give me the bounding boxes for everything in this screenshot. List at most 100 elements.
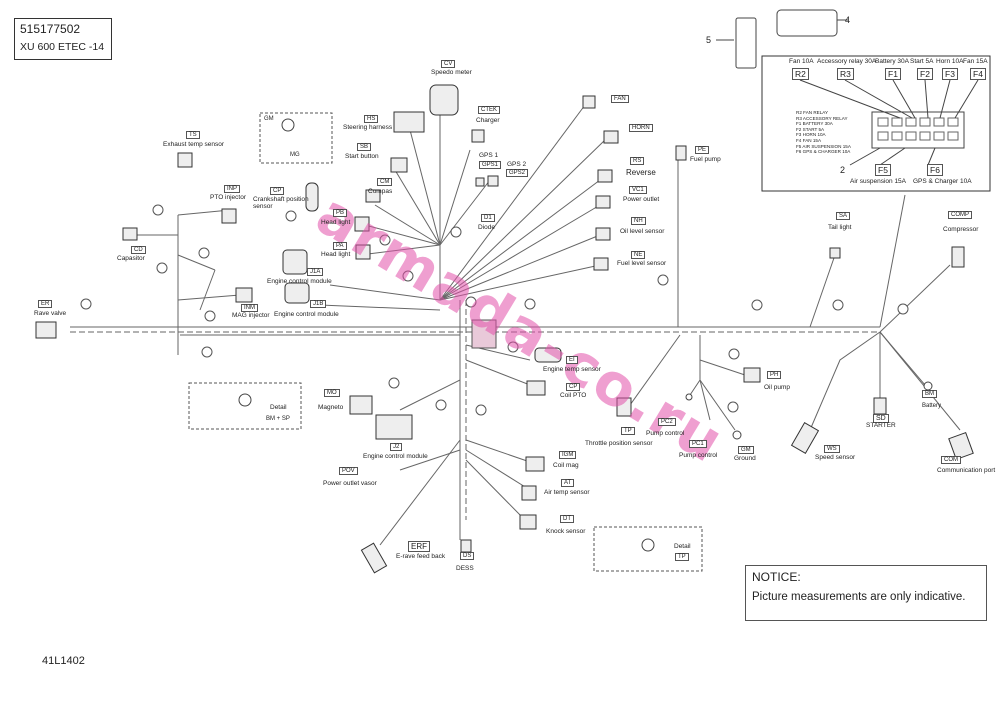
code-erf: ERF [408,541,430,552]
label-throttle-position-sensor: Throttle position sensor [585,440,653,447]
fuse-label-gps-charger: GPS & Charger 10A [913,178,972,185]
code-gm: GM [738,446,754,454]
fuse-legend-line: F6 GPS & CHARGER 10A [796,149,851,155]
code-fan: FAN [611,95,629,103]
label-crankshaft-position-sensor: Crankshaft position sensor [253,196,309,210]
label-head-light-pa: Head light [321,251,351,258]
label-steering-harness: Steering harness [343,124,393,131]
code-ctek: CTEK [478,106,501,114]
notice-title: NOTICE: [752,570,801,584]
code-vc1: VC1 [629,186,647,194]
code-sa: SA [836,212,851,220]
label-battery: Battery [922,403,942,409]
code-gps1: GPS1 [479,161,502,169]
diagram-code: 41L1402 [42,655,85,667]
slot-f1: F1 [885,68,901,80]
slot-r3: R3 [837,68,854,80]
label-speed-sensor: Speed sensor [815,454,856,461]
detail-tp-code: TP [675,553,689,561]
label-gps-1: GPS 1 [479,152,499,159]
callout-5: 5 [706,35,712,45]
fuse-label-start: Start 5A [910,58,934,65]
label-capasitor: Capasitor [117,255,145,262]
code-ts: TS [186,131,200,139]
slot-r2: R2 [792,68,809,80]
label-magneto: Magneto [318,404,344,411]
detail-label-mag: Detail [270,404,287,411]
label-reverse: Reverse [626,168,656,177]
label-dess: DESS [456,565,474,572]
code-er: ER [38,300,53,308]
code-bm: BM [922,390,937,398]
detail-label-tp: Detail [674,543,691,550]
label-start-button: Start button [345,153,379,160]
code-mo: MO [324,389,340,397]
label-tail-light: Tail light [828,224,852,231]
label-pto-injector: PTO injector [210,194,247,201]
label-rave-valve: Rave valve [34,310,67,317]
code-pb: PB [333,209,348,217]
label-power-outlet: Power outlet [623,196,660,203]
code-inp: INP [224,185,241,193]
label-compressor: Compressor [943,226,979,233]
code-j1a: J1A [307,268,324,276]
notice-box: NOTICE: Picture measurements are only in… [745,565,987,621]
fuse-label-fan-10a: Fan 10A [789,58,814,65]
code-rs: RS [630,157,645,165]
code-sb: SB [357,143,372,151]
fuse-legend-line: F5 AIR SUSPENSION 15A [796,143,851,149]
slot-f6: F6 [927,164,943,176]
label-pump-control-pc2: Pump control [646,430,685,437]
label-ground: Ground [734,455,756,462]
fuse-legend: R2 FAN RELAY R3 ACCESSORY RELAY F1 BATTE… [796,110,851,155]
code-comp: COMP [948,211,972,219]
label-e-rave-feed-back: E-rave feed back [396,553,446,560]
slot-f5: F5 [875,164,891,176]
detail-ref-bm: BM + SP [266,416,290,422]
code-cp: CP [270,187,285,195]
code-ei: EI [566,356,578,364]
code-horn: HORN [629,124,653,132]
fuse-legend-line: F2 START 5A [796,126,825,132]
notice-text: Picture measurements are only indicative… [752,591,966,603]
label-coil-pto: Coil PTO [560,392,587,399]
label-engine-temp-sensor: Engine temp sensor [543,366,601,373]
code-pa: PA [333,242,347,250]
code-pc2: PC2 [658,418,676,426]
slot-f2: F2 [917,68,933,80]
label-ecm-j1a: Engine control module [267,278,332,285]
label-ecm-j1b: Engine control module [274,311,339,318]
label-mag-injector: MAG injector [232,312,270,319]
detail-ref-gm: GM [264,116,274,122]
fuse-label-air-suspension: Air suspension 15A [850,178,907,185]
label-starter: STARTER [866,422,896,429]
model-name: XU 600 ETEC -14 [20,41,105,53]
fuse-legend-line: F4 FAN 15A [796,137,822,143]
code-at: AT [561,479,575,487]
fuse-legend-line: R3 ACCESSORY RELAY [796,115,848,121]
label-oil-pump: Oil pump [764,384,791,391]
fuse-legend-line: F1 BATTERY 30A [796,121,833,127]
code-pov: POV [339,467,358,475]
code-pe: PE [695,146,710,154]
code-ph: PH [767,371,782,379]
code-nh: NH [631,217,646,225]
label-fuel-pump: Fuel pump [690,156,721,163]
fuse-legend-line: R2 FAN RELAY [796,110,829,115]
part-number: 515177502 [20,22,81,36]
code-coil-pto: CP [566,383,581,391]
label-head-light-pb: Head light [321,219,351,226]
label-speedo-meter: Speedo meter [431,69,472,76]
code-gps2: GPS2 [506,169,529,177]
label-pump-control-pc1: Pump control [679,452,718,459]
fuse-label-fan-15a: Fan 15A [963,58,988,65]
callout-2: 2 [840,165,846,175]
label-diode: Diode [478,224,495,231]
code-inm: INM [241,304,258,312]
label-compas: Compas [368,188,393,195]
code-cv: CV [441,60,456,68]
callout-4: 4 [845,15,851,25]
code-com: COM [941,456,961,464]
